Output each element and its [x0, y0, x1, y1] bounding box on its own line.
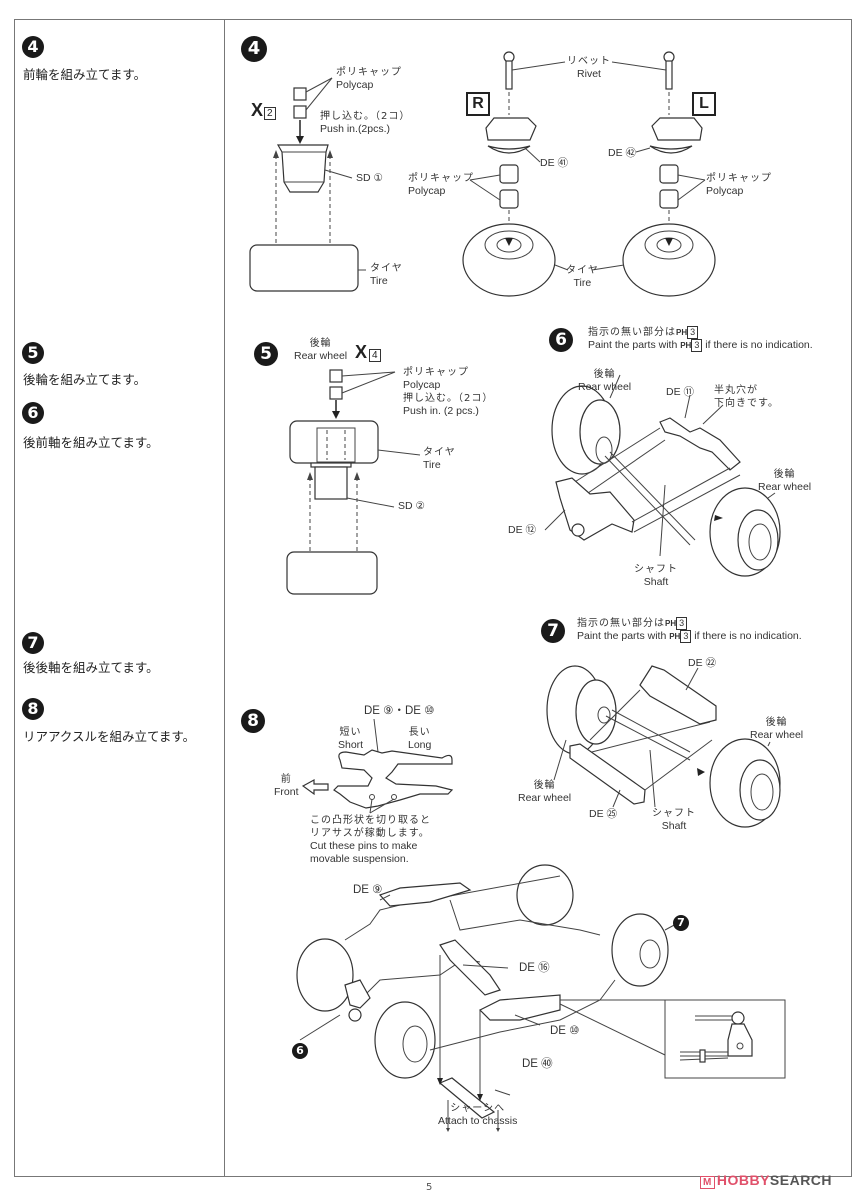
diagram-badge-6: 6 [549, 328, 573, 352]
knuckle-part-l [651, 117, 703, 141]
parts-de9-de10-title: DE ⑨・DE ⑩ [364, 705, 435, 717]
quantity-count: 4 [369, 349, 381, 362]
knuckle-part-r [485, 117, 537, 141]
step-desc-7: 後後軸を組み立てます。 [23, 660, 159, 675]
part-de25-label: DE ㉕ [589, 808, 618, 820]
leaf-spring-part [333, 749, 454, 809]
polycap-icon [293, 105, 307, 119]
part-de41-label: DE ㊶ [540, 157, 569, 169]
step-badge-8: 8 [22, 698, 44, 720]
hole-note-label: 半丸穴が下向きです。 [714, 385, 779, 409]
part-de11-label: DE ⑪ [666, 386, 695, 398]
front-wheel [296, 938, 354, 1012]
front-wheel [374, 1001, 436, 1079]
part-de42-label: DE ㊷ [608, 147, 637, 159]
axle-part-de11 [659, 417, 741, 471]
diagram-badge-8: 8 [241, 709, 265, 733]
part-sd1-label: SD ① [356, 172, 383, 184]
column-divider [224, 19, 225, 1177]
left-side-badge: L [692, 92, 716, 116]
part-de22-label: DE ㉒ [688, 657, 717, 669]
part-de40-drawing [438, 1077, 496, 1119]
diagram-badge-4: 4 [241, 36, 267, 62]
part-de40-label: DE ㊵ [522, 1058, 553, 1070]
page-number: 5 [426, 1182, 433, 1193]
leaf-spring-hanger-icon [727, 1023, 753, 1057]
step-badge-7: 7 [22, 632, 44, 654]
part-de10-label: DE ⑩ [550, 1025, 580, 1037]
step-ref-7-badge: 7 [673, 915, 689, 931]
part-de12-label: DE ⑫ [508, 524, 537, 536]
multiply-icon: X [355, 342, 368, 362]
step-desc-6: 後前軸を組み立てます。 [23, 435, 159, 450]
part-de10-drawing [478, 994, 561, 1021]
page-frame [14, 19, 852, 1177]
step-desc-8: リアアクスルを組み立てます。 [23, 729, 196, 744]
part-de9-drawing [378, 882, 472, 907]
front-arrow-icon [301, 778, 329, 796]
step-badge-6: 6 [22, 402, 44, 424]
step-desc-4: 前輪を組み立てます。 [23, 67, 147, 82]
hub-part [314, 466, 348, 500]
polycap-icon [293, 87, 307, 101]
axle-part-de22 [639, 665, 717, 725]
step-badge-5: 5 [22, 342, 44, 364]
push-in-label: 押し込む。（2コ）Push in.(2pcs.) [320, 111, 411, 135]
part-de16-label: DE ⑯ [519, 962, 550, 974]
cut-pins-note: この凸形状を切り取るとリアサスが稼動します。Cut these pins to … [310, 815, 431, 865]
rear-wheel [516, 864, 574, 926]
multiply-icon: X [251, 100, 264, 120]
part-sd2-label: SD ② [398, 500, 425, 512]
tire-part [249, 244, 359, 292]
wheel-hub-part [276, 144, 329, 193]
diagram-badge-5: 5 [254, 342, 278, 366]
step-ref-6-badge: 6 [292, 1043, 308, 1059]
step-desc-5: 後輪を組み立てます。 [23, 372, 147, 387]
right-side-badge: R [466, 92, 490, 116]
part-de9-label: DE ⑨ [353, 884, 383, 896]
quantity-count: 2 [264, 107, 276, 120]
diagram-badge-7: 7 [541, 619, 565, 643]
part-de16-drawing [439, 939, 501, 996]
step-badge-4: 4 [22, 36, 44, 58]
beam-part-de25 [569, 743, 646, 805]
